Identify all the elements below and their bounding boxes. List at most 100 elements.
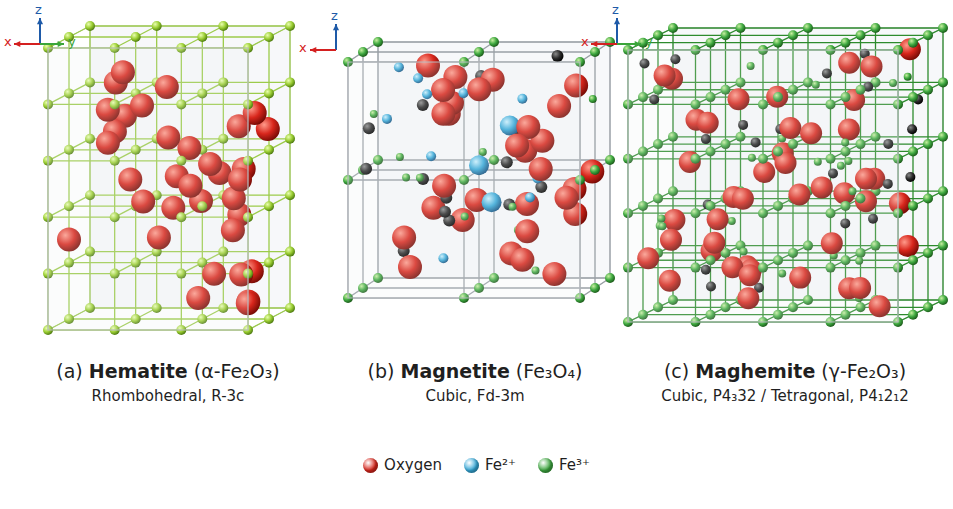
legend-swatch — [363, 458, 378, 473]
legend-swatch — [464, 458, 479, 473]
fe3-atom — [285, 21, 295, 31]
fe3-atom — [908, 255, 918, 265]
fe3-atom — [908, 147, 918, 157]
fe3-atom — [938, 77, 948, 87]
mineral-formula: (γ-Fe₂O₃) — [821, 360, 906, 382]
bond-line — [289, 139, 290, 195]
fe3-atom — [285, 247, 295, 257]
fe3-atom — [923, 30, 933, 40]
cell-edge — [898, 300, 943, 322]
fe3-atom — [605, 37, 615, 47]
cell-front-face — [628, 50, 898, 322]
bond-line — [609, 42, 610, 160]
bond-line — [223, 25, 290, 26]
caption-line: (c) Maghemite (γ-Fe₂O₃) — [664, 360, 906, 382]
fe3-atom — [605, 155, 615, 165]
bond-line — [289, 26, 290, 82]
axis-label: z — [331, 8, 338, 23]
fe3-atom — [264, 258, 274, 268]
mineral-formula: (α-Fe₂O₃) — [194, 360, 280, 382]
mineral-name: Hematite — [89, 360, 188, 382]
fe3-atom — [908, 38, 918, 48]
fe3-atom — [85, 21, 95, 31]
fe3-atom — [938, 186, 948, 196]
fe3-atom — [923, 85, 933, 95]
axis-arrowhead — [310, 47, 316, 53]
bond-line — [658, 35, 726, 36]
caption-line: Cubic, P4₃32 / Tetragonal, P4₁2₁2 — [661, 387, 909, 405]
fe3-atom — [668, 23, 678, 33]
axis-label: z — [35, 2, 42, 17]
fe3-atom — [938, 132, 948, 142]
legend-swatch — [538, 458, 553, 473]
caption-line: Cubic, Fd-3m — [425, 387, 524, 405]
panel-letter: (c) — [664, 360, 689, 382]
fe3-atom — [904, 73, 912, 81]
space-group-text: Rhombohedral, R-3c — [92, 387, 245, 405]
space-group-text: Cubic, P4₃32 / Tetragonal, P4₁2₁2 — [661, 387, 909, 405]
legend-item: Oxygen — [363, 456, 442, 474]
fe3-atom — [721, 30, 731, 40]
bond-line — [741, 27, 809, 28]
bond-line — [927, 144, 928, 198]
bond-line — [927, 199, 928, 253]
fe3-atom — [489, 37, 499, 47]
legend-text: Fe²⁺ — [485, 456, 516, 474]
fe3-atom — [788, 30, 798, 40]
axis-arrowhead — [14, 41, 20, 47]
legend-item: Fe²⁺ — [464, 456, 516, 474]
legend-item: Fe³⁺ — [538, 456, 590, 474]
bond-line — [69, 36, 136, 37]
bond-line — [268, 37, 269, 93]
cell-edge — [628, 28, 673, 50]
axis-label: x — [299, 40, 307, 55]
fe3-atom — [131, 32, 141, 42]
bond-line — [673, 27, 741, 28]
axis-arrowhead — [591, 41, 597, 47]
panel-letter: (a) — [56, 360, 82, 382]
fe3-atom — [590, 47, 600, 57]
fe3-atom — [938, 23, 948, 33]
fe3-atom — [590, 283, 600, 293]
fe3-atom — [938, 295, 948, 305]
fe3-atom — [908, 201, 918, 211]
fe3-atom — [706, 38, 716, 48]
bond-line — [268, 206, 269, 262]
bond-line — [942, 137, 943, 191]
fe3-atom — [264, 201, 274, 211]
fe3-atom — [923, 194, 933, 204]
bond-line — [927, 90, 928, 144]
fe3-atom — [856, 30, 866, 40]
bond-line — [942, 191, 943, 245]
fe3-atom — [474, 47, 484, 57]
fe3-atom — [285, 77, 295, 87]
fe3-atom — [590, 165, 600, 175]
fe3-atom — [285, 134, 295, 144]
mineral-name: Magnetite — [400, 360, 509, 382]
fe3-atom — [285, 303, 295, 313]
fe-site-atom — [552, 50, 564, 62]
fe3-atom — [358, 47, 368, 57]
bond-line — [643, 42, 711, 43]
cell-front-face — [348, 62, 580, 298]
axis-arrowhead — [635, 41, 641, 47]
fe3-atom — [803, 23, 813, 33]
space-group-text: Cubic, Fd-3m — [425, 387, 524, 405]
fe3-atom — [841, 38, 851, 48]
fe3-atom — [264, 314, 274, 324]
fe-site-atom — [907, 124, 917, 134]
bond-line — [726, 35, 794, 36]
caption-line: (b) Magnetite (Fe₃O₄) — [368, 360, 583, 382]
axis-arrowhead — [614, 18, 620, 24]
fe3-atom — [264, 145, 274, 155]
bond-line — [479, 51, 595, 52]
fe3-atom — [218, 21, 228, 31]
fe3-atom — [605, 273, 615, 283]
bond-line — [876, 27, 944, 28]
bond-line — [202, 36, 269, 37]
fe3-atom — [264, 88, 274, 98]
bond-line — [136, 36, 203, 37]
fe3-atom — [285, 190, 295, 200]
bond-line — [378, 41, 494, 42]
